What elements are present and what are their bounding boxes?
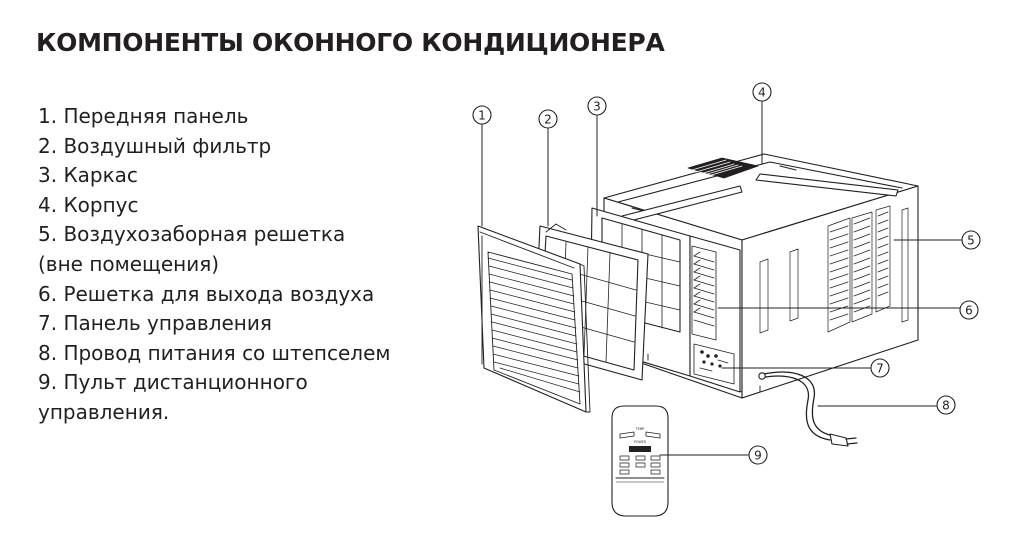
callouts: 1 2 3 4 5 6 7 8	[472, 82, 981, 465]
callout-7: 7	[870, 358, 890, 378]
legend-item-front-panel: 1. Передняя панель	[38, 104, 249, 128]
components-legend: 1. Передняя панель 2. Воздушный фильтр 3…	[38, 102, 390, 428]
callout-6-label: 6	[965, 304, 973, 318]
power-cord	[758, 371, 858, 447]
callout-3: 3	[587, 96, 607, 116]
remote-power-label: POWER	[634, 440, 647, 444]
callout-5-label: 5	[967, 234, 975, 248]
callout-9: 9	[748, 445, 768, 465]
callout-1-label: 1	[478, 109, 486, 123]
callout-8-label: 8	[942, 399, 950, 413]
legend-item-remote-cont: управления.	[38, 399, 170, 424]
legend-item-case: 4. Корпус	[38, 192, 139, 217]
callout-1: 1	[472, 105, 492, 125]
front-panel	[477, 225, 591, 413]
callout-2: 2	[538, 109, 558, 129]
callout-9-label: 9	[754, 449, 762, 463]
intake-grille	[759, 205, 909, 334]
remote-temp-label: TEMP	[635, 427, 645, 431]
callout-5: 5	[961, 230, 981, 250]
callout-4-label: 4	[758, 86, 766, 100]
outlet-grille	[691, 245, 717, 341]
legend-item-intake-grille: 5. Воздухозаборная решетка	[38, 222, 346, 247]
callout-2-label: 2	[544, 113, 552, 127]
leader-lines	[481, 101, 962, 456]
legend-item-frame: 3. Каркас	[38, 163, 138, 188]
top-vent	[687, 157, 759, 179]
legend-item-air-filter: 2. Воздушный фильтр	[38, 133, 272, 158]
callout-4: 4	[752, 82, 772, 102]
callout-3-label: 3	[593, 100, 601, 114]
page-title: КОМПОНЕНТЫ ОКОННОГО КОНДИЦИОНЕРА	[36, 28, 665, 57]
legend-item-intake-grille-note: (вне помещения)	[38, 251, 220, 276]
remote-control: TEMP POWER	[611, 405, 669, 517]
legend-item-control-panel: 7. Панель управления	[38, 311, 272, 336]
callout-6: 6	[959, 300, 979, 320]
legend-item-remote: 9. Пульт дистанционного	[38, 370, 308, 395]
callout-7-label: 7	[876, 362, 884, 376]
legend-item-power-cord: 8. Провод питания со штепселем	[38, 340, 391, 365]
control-panel	[693, 343, 735, 385]
legend-item-outlet-grille: 6. Решетка для выхода воздуха	[38, 281, 375, 306]
callout-8: 8	[936, 395, 956, 415]
